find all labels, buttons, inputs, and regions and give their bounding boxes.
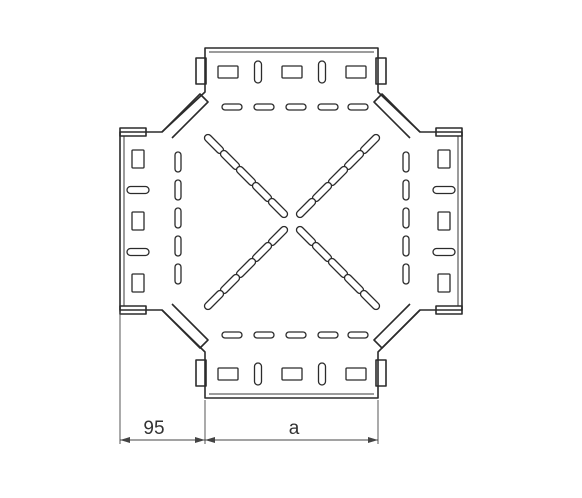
dimension-set: 95 a bbox=[119, 312, 379, 444]
vertical-slot bbox=[253, 60, 263, 84]
horizontal-slot bbox=[126, 185, 150, 195]
vertical-slot bbox=[174, 151, 182, 173]
bolt-top-right bbox=[375, 57, 387, 85]
horizontal-slot bbox=[347, 103, 369, 111]
horizontal-slot bbox=[253, 103, 275, 111]
horizontal-slot bbox=[253, 331, 275, 339]
arrowhead bbox=[195, 437, 205, 443]
vertical-slot bbox=[174, 207, 182, 229]
square-slot bbox=[345, 65, 367, 79]
horizontal-slot bbox=[432, 247, 456, 257]
arrowhead bbox=[205, 437, 215, 443]
vertical-slot bbox=[402, 179, 410, 201]
bolt-bottom-left bbox=[195, 359, 207, 387]
horizontal-slot bbox=[432, 185, 456, 195]
vertical-slot bbox=[174, 235, 182, 257]
horizontal-slot bbox=[285, 331, 307, 339]
square-slot bbox=[281, 367, 303, 381]
horizontal-slot bbox=[221, 103, 243, 111]
vertical-slot bbox=[402, 263, 410, 285]
corner-bracket-top-right bbox=[373, 93, 421, 139]
square-slot bbox=[437, 211, 451, 231]
horizontal-slot bbox=[317, 103, 339, 111]
corner-bracket-bottom-left bbox=[161, 303, 209, 349]
diagonal-slot bbox=[203, 289, 225, 311]
vertical-slot bbox=[402, 207, 410, 229]
vertical-slot bbox=[174, 179, 182, 201]
horizontal-slot bbox=[317, 331, 339, 339]
vertical-slot bbox=[174, 263, 182, 285]
horizontal-slot bbox=[221, 331, 243, 339]
dimension-label-flange: 95 bbox=[143, 418, 164, 439]
diagonal-slot bbox=[267, 197, 289, 219]
bolt-bottom-right bbox=[375, 359, 387, 387]
arrowhead bbox=[368, 437, 378, 443]
square-slot bbox=[217, 367, 239, 381]
vertical-slot bbox=[253, 362, 263, 386]
bolt-left-bottom bbox=[119, 305, 147, 315]
diagonal-slot bbox=[295, 197, 317, 219]
square-slot bbox=[437, 273, 451, 293]
corner-bracket-top-left bbox=[161, 93, 209, 139]
square-slot bbox=[131, 211, 145, 231]
tray-body bbox=[119, 47, 463, 399]
horizontal-slot bbox=[126, 247, 150, 257]
bolt-set bbox=[119, 57, 463, 387]
square-slot bbox=[345, 367, 367, 381]
diagonal-slot bbox=[359, 289, 381, 311]
bolt-right-bottom bbox=[435, 305, 463, 315]
bolt-right-top bbox=[435, 127, 463, 137]
corner-bracket-bottom-right bbox=[373, 303, 421, 349]
bolt-left-top bbox=[119, 127, 147, 137]
horizontal-slot bbox=[285, 103, 307, 111]
vertical-slot bbox=[317, 362, 327, 386]
arrowhead bbox=[120, 437, 130, 443]
square-slot bbox=[131, 149, 145, 169]
perforation-pattern bbox=[126, 60, 456, 386]
square-slot bbox=[437, 149, 451, 169]
square-slot bbox=[281, 65, 303, 79]
square-slot bbox=[131, 273, 145, 293]
square-slot bbox=[217, 65, 239, 79]
vertical-slot bbox=[402, 151, 410, 173]
bolt-top-left bbox=[195, 57, 207, 85]
vertical-slot bbox=[402, 235, 410, 257]
plate-outline bbox=[119, 47, 463, 399]
vertical-slot bbox=[317, 60, 327, 84]
dimension-label-width: a bbox=[289, 418, 300, 439]
horizontal-slot bbox=[347, 331, 369, 339]
